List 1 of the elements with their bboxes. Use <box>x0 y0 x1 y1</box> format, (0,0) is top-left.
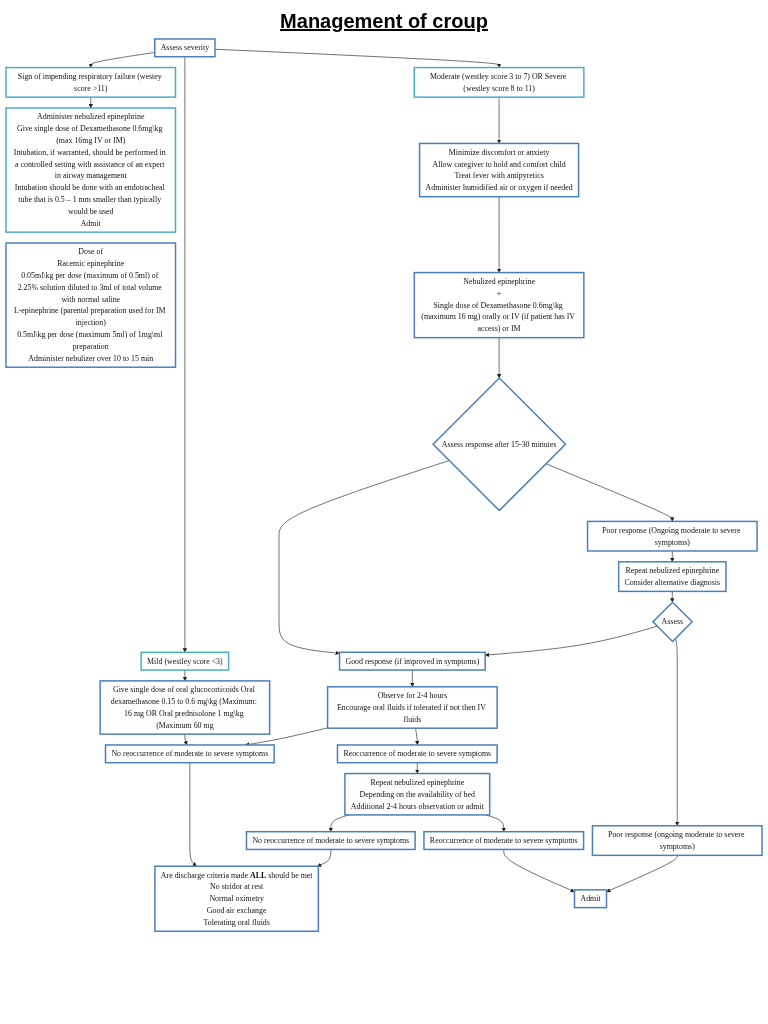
diagram-title: Management of croup <box>279 10 489 33</box>
